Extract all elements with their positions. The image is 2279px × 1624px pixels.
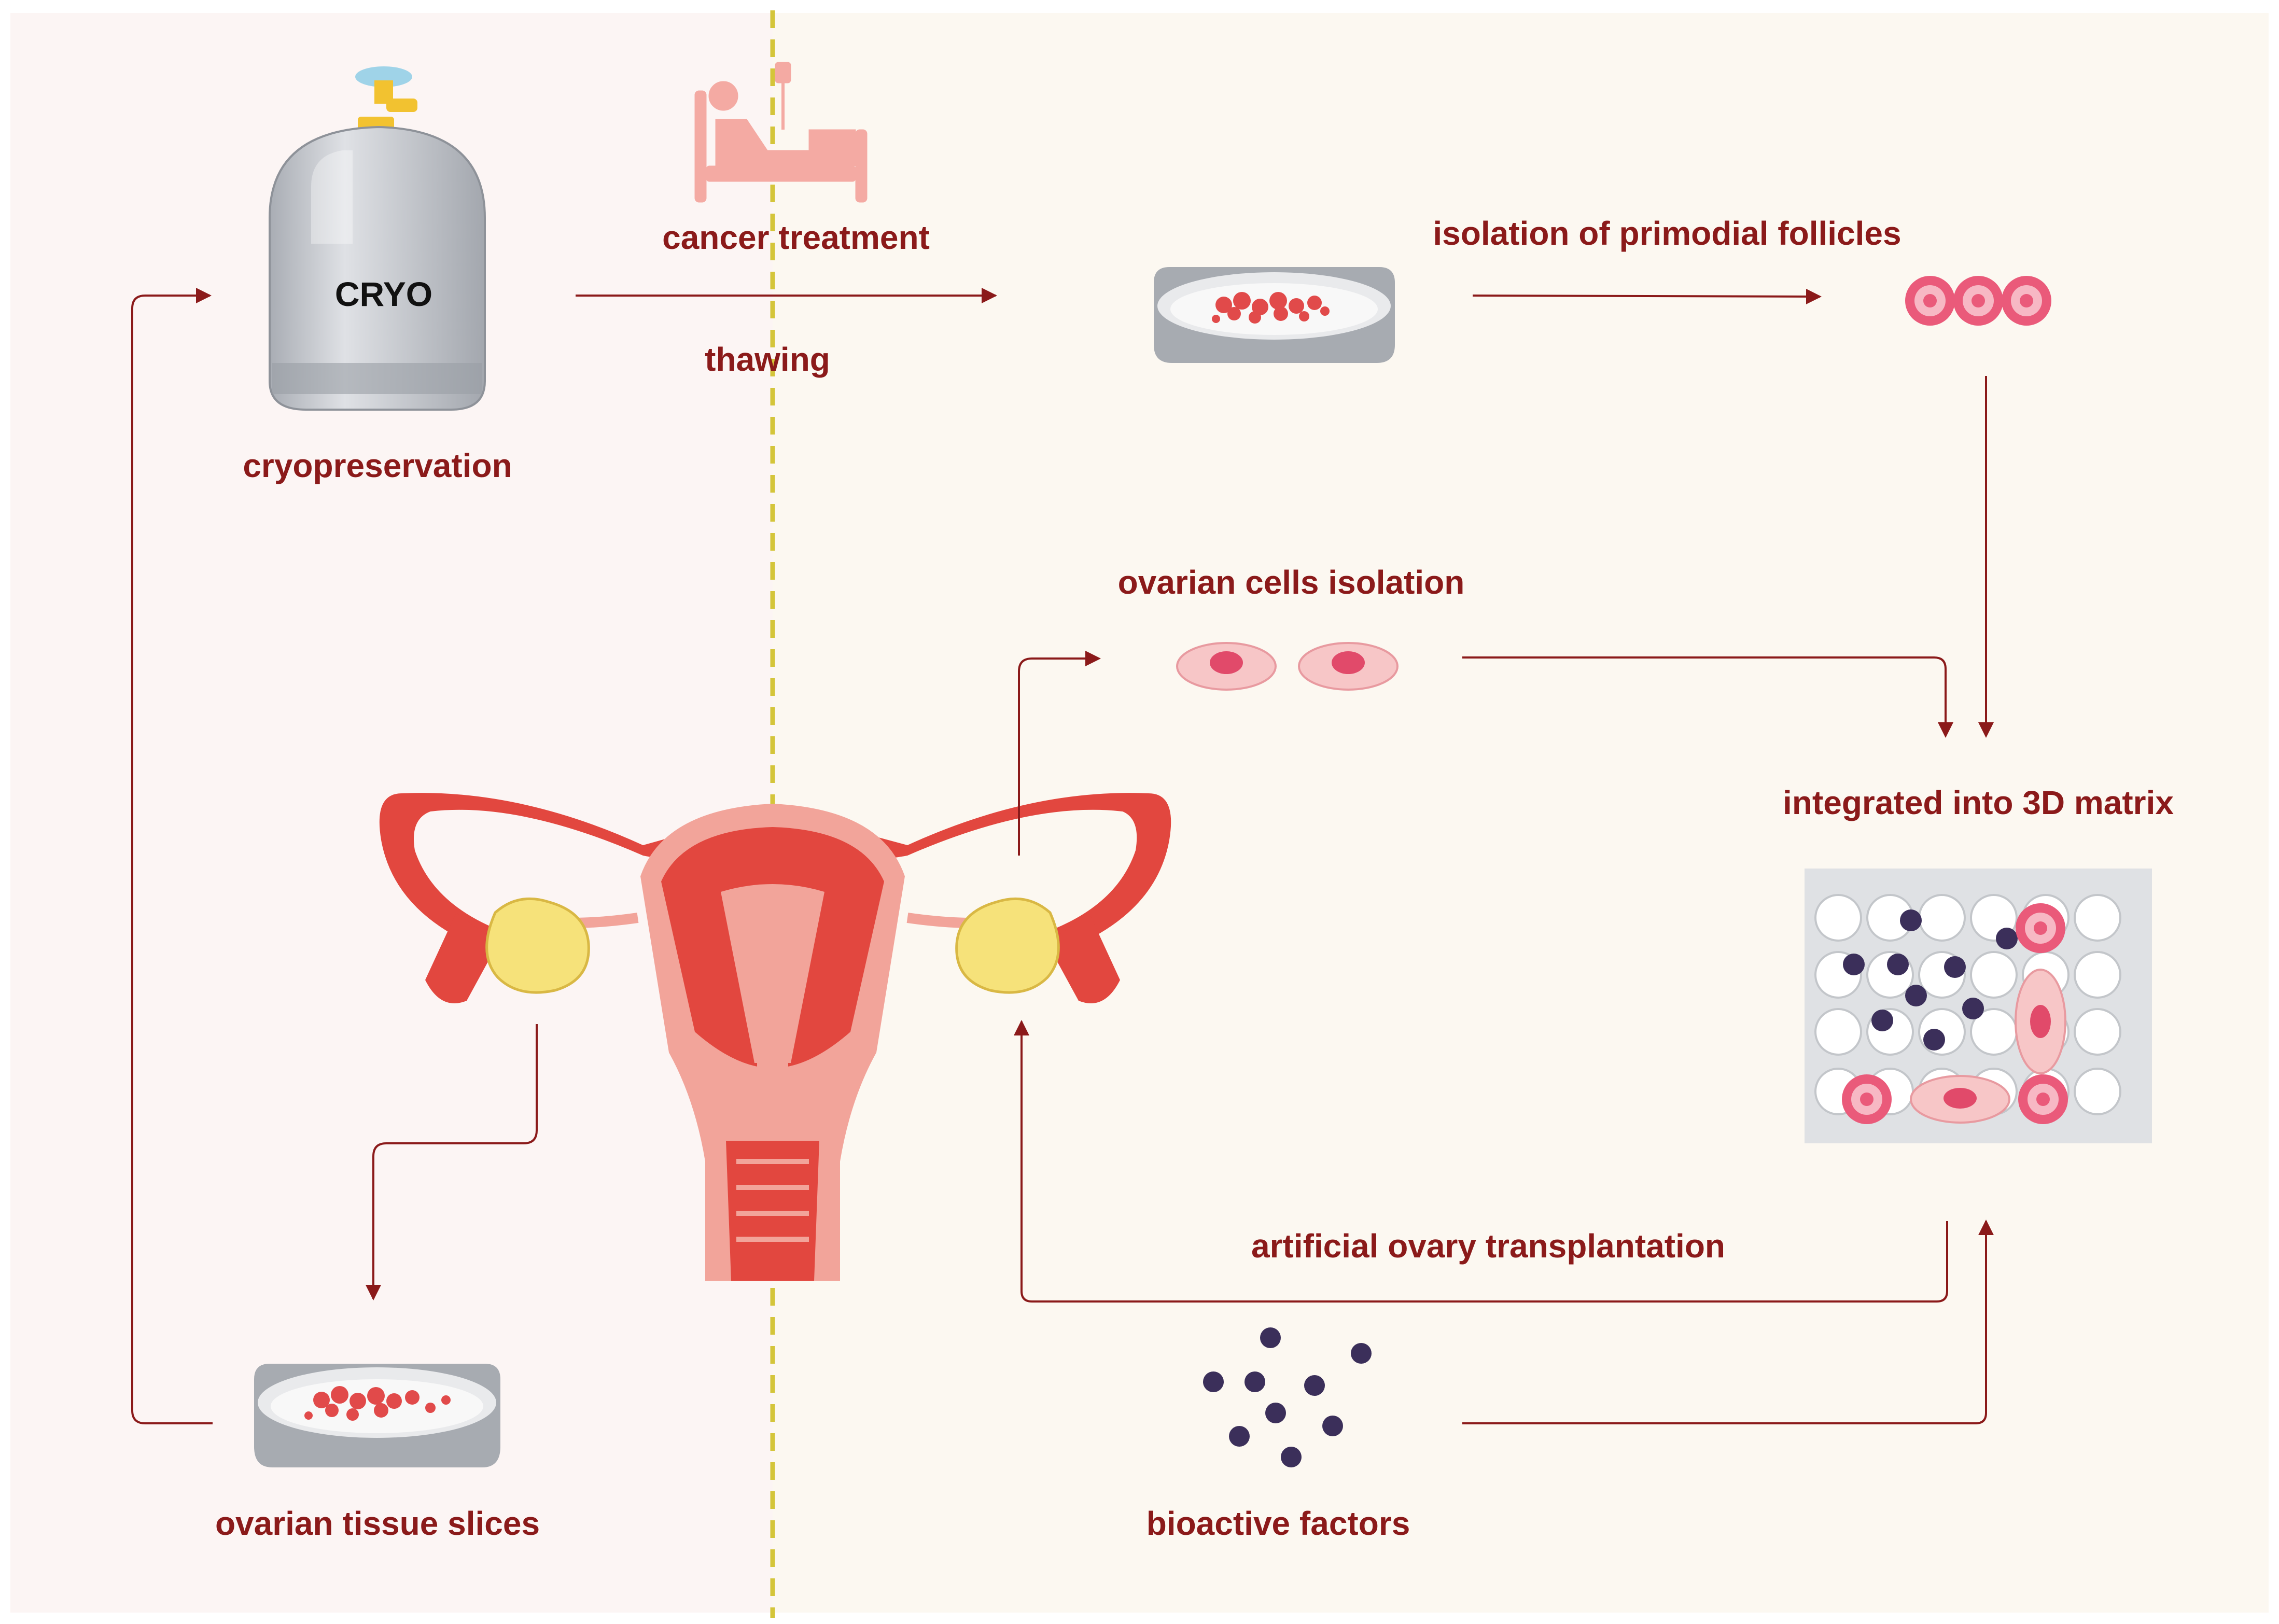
ovarian-cells-isolation-label: ovarian cells isolation [1118, 564, 1465, 601]
molecule-dot-icon [1245, 1371, 1265, 1392]
follicle-icon [1953, 276, 2003, 326]
bioactive-factors-group [1203, 1327, 1372, 1467]
follicle-icon [1842, 1074, 1892, 1124]
ovarian-cell-icon [1910, 1075, 2010, 1124]
arrow-uterus-to-cells [1018, 651, 1101, 856]
follicle-icon [2016, 903, 2065, 953]
arrow-cells-to-matrix [1462, 656, 1953, 738]
cryopreservation-label: cryopreservation [243, 447, 512, 484]
molecule-dot-icon [1351, 1343, 1372, 1364]
follicle-icon [2018, 1074, 2068, 1124]
artificial-transplantation-label: artificial ovary transplantation [1251, 1227, 1725, 1265]
follicle-icon [2002, 276, 2051, 326]
uterus-icon [379, 793, 1171, 1281]
follicle-group-top [1905, 276, 2051, 326]
cryo-tank-label: CRYO [335, 275, 432, 313]
molecule-dot-icon [1281, 1447, 1302, 1467]
ovarian-cell-icon [2015, 969, 2066, 1074]
follicle-icon [1905, 276, 1955, 326]
petri-dish-icon [1154, 267, 1395, 363]
arrow-factors-to-matrix [1462, 1220, 1994, 1424]
ovary-right [955, 897, 1060, 994]
hospital-bed-icon [694, 62, 868, 203]
molecule-dot-icon [1229, 1426, 1250, 1447]
molecule-dot-icon [1260, 1327, 1281, 1348]
thawing-label: thawing [705, 341, 830, 378]
arrow-dish-to-follicles [1472, 288, 1822, 304]
arrow-slices-to-tank [131, 288, 213, 1424]
isolation-follicles-label: isolation of primodial follicles [1433, 215, 1901, 252]
ovary-left [485, 897, 590, 994]
arrow-matrix-to-uterus [1014, 1020, 1948, 1303]
molecule-dot-icon [1322, 1416, 1343, 1436]
ovarian-cell-icon [1298, 642, 1399, 691]
arrow-ovary-to-slices [366, 1024, 538, 1300]
integrated-matrix-label: integrated into 3D matrix [1783, 784, 2174, 821]
ovarian-tissue-slices-label: ovarian tissue slices [215, 1505, 540, 1542]
ovarian-cell-icon [1176, 642, 1277, 691]
bioactive-factors-label: bioactive factors [1147, 1505, 1410, 1542]
cryo-tank-icon [269, 66, 486, 411]
petri-dish-icon [254, 1364, 500, 1467]
molecule-dot-icon [1304, 1375, 1325, 1396]
molecule-dot-icon [1203, 1371, 1224, 1392]
molecule-dot-icon [1265, 1403, 1286, 1423]
cancer-treatment-label: cancer treatment [662, 219, 930, 256]
scaffold-matrix-icon [1805, 856, 2152, 1159]
